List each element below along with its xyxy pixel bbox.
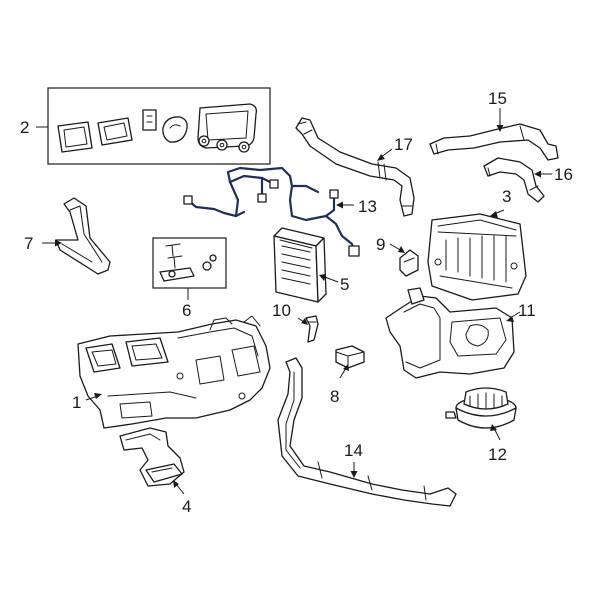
- bolt-head-6: [168, 270, 176, 278]
- nut-6: [209, 254, 217, 262]
- clip-2: [142, 109, 157, 131]
- kit-box-6: [152, 237, 227, 289]
- connector-13b: [257, 193, 267, 203]
- part-8-module: 8: [330, 345, 365, 406]
- callout-5: 5: [340, 275, 349, 294]
- washer-6: [202, 261, 212, 271]
- seal-1: [57, 121, 93, 153]
- part-5-evaporator-core: 5: [273, 227, 349, 303]
- callout-3: 3: [502, 187, 511, 206]
- callout-10: 10: [272, 301, 291, 320]
- part-12-blower-motor: 12: [445, 387, 517, 464]
- callout-8: 8: [330, 387, 339, 406]
- part-2-seal-kit: 2: [20, 87, 271, 165]
- callout-4: 4: [182, 497, 191, 516]
- part-17-hose: 17: [295, 117, 415, 217]
- part-9-sensor: 9: [376, 235, 419, 277]
- part-7-bracket: 7: [24, 197, 111, 275]
- callout-9: 9: [376, 235, 385, 254]
- screw-6b: [167, 255, 183, 269]
- part-3-hvac-housing: 3: [427, 187, 527, 301]
- callout-14: 14: [344, 441, 363, 460]
- callout-6: 6: [182, 301, 191, 320]
- part-16-hose: 16: [483, 157, 573, 203]
- callout-12: 12: [488, 445, 507, 464]
- connector-13d: [348, 245, 360, 257]
- connector-13a: [183, 195, 193, 205]
- callout-1: 1: [72, 393, 81, 412]
- callout-15: 15: [488, 89, 507, 108]
- callout-11: 11: [518, 301, 536, 320]
- part-15-hose: 15: [429, 89, 559, 161]
- callout-2: 2: [20, 118, 29, 137]
- callout-7: 7: [24, 234, 33, 253]
- part-13-wiring-harness: 13: [183, 166, 377, 257]
- part-10-fitting: 10: [272, 301, 319, 343]
- connector-13c: [329, 189, 339, 199]
- part-11-housing-lower: 11: [385, 287, 536, 379]
- callout-17: 17: [394, 135, 413, 154]
- screw-6a: [165, 243, 181, 257]
- part-6-hardware-kit: 6: [152, 237, 227, 320]
- part-14-line: 14: [277, 357, 457, 507]
- part-4-duct: 4: [119, 427, 191, 516]
- bracket-6: [159, 267, 195, 282]
- o-rings-2: [198, 135, 250, 153]
- grommet-2: [162, 116, 188, 143]
- callout-13: 13: [358, 197, 377, 216]
- part-1-main-housing: 1: [72, 315, 271, 429]
- seal-2: [97, 117, 133, 146]
- callout-16: 16: [554, 165, 573, 184]
- connector-13e: [269, 179, 279, 189]
- kit-box-2: [47, 87, 271, 165]
